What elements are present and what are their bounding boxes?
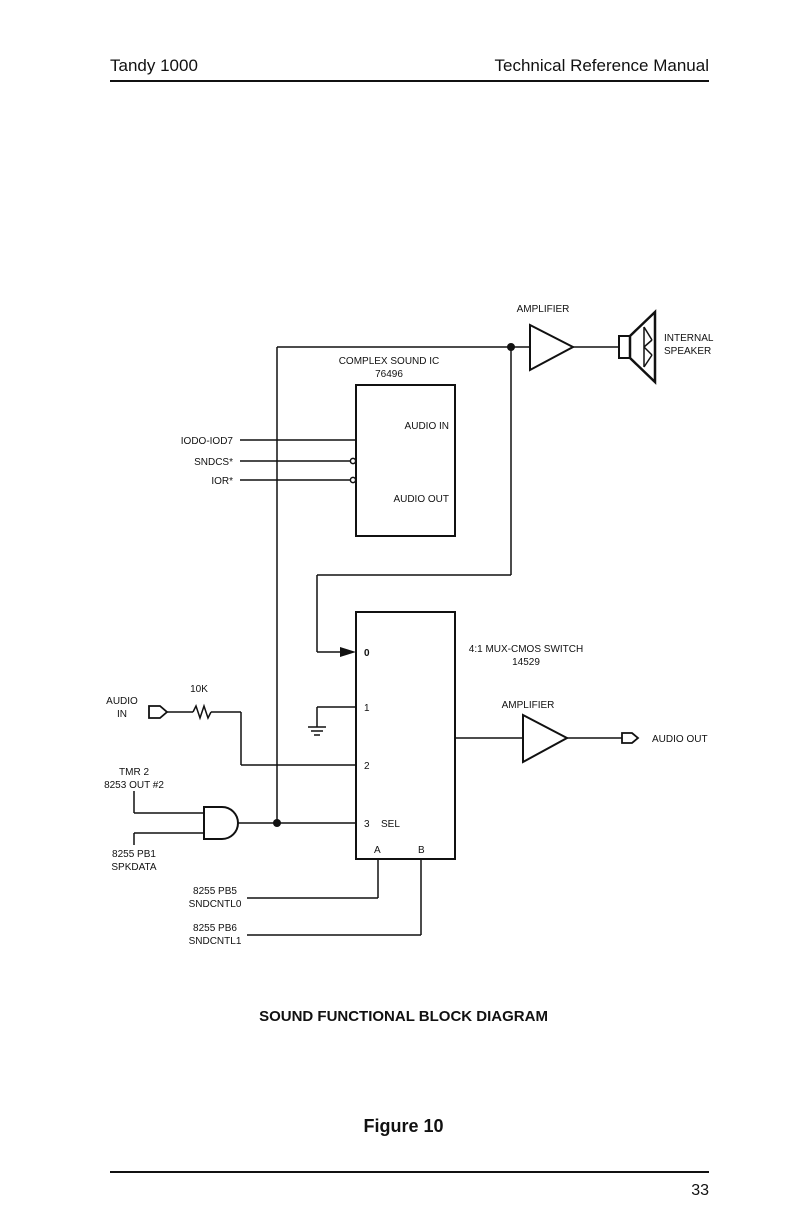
audio-in-connector bbox=[148, 705, 169, 719]
mux-input-3: 3 bbox=[364, 819, 370, 830]
audio-in-label-line2: IN bbox=[117, 709, 127, 720]
audio-out-connector bbox=[621, 732, 640, 744]
mux-box bbox=[355, 611, 456, 860]
page-number: 33 bbox=[691, 1182, 709, 1199]
header-rule bbox=[110, 80, 709, 82]
pb1-label-line2: SPKDATA bbox=[111, 862, 157, 873]
pb6-label-line1: 8255 PB6 bbox=[193, 923, 237, 934]
diagram-caption: SOUND FUNCTIONAL BLOCK DIAGRAM bbox=[259, 1008, 548, 1025]
sound-ic-title: COMPLEX SOUND IC bbox=[339, 356, 440, 367]
resistor-10k bbox=[192, 703, 212, 721]
amplifier-top-label: AMPLIFIER bbox=[517, 304, 570, 315]
speaker-label-line1: INTERNAL bbox=[664, 333, 714, 344]
mux-input-2: 2 bbox=[364, 761, 370, 772]
speaker-cone bbox=[628, 309, 657, 385]
signal-iodo-label: IODO-IOD7 bbox=[181, 436, 234, 447]
junction-bottom bbox=[273, 819, 281, 827]
mux-sel-a-label: A bbox=[374, 845, 381, 856]
figure-label: Figure 10 bbox=[363, 1116, 444, 1136]
amplifier-bottom-triangle bbox=[522, 713, 570, 764]
audio-in-label-line1: AUDIO bbox=[106, 696, 138, 707]
mux-input-1: 1 bbox=[364, 703, 370, 714]
sound-ic-audio-in: AUDIO IN bbox=[405, 421, 449, 432]
mux-title: 4:1 MUX-CMOS SWITCH bbox=[469, 644, 583, 655]
header-manual-title: Technical Reference Manual bbox=[494, 56, 709, 75]
footer-rule bbox=[110, 1171, 709, 1173]
amplifier-top-triangle bbox=[529, 323, 576, 372]
signal-sndcs-label: SNDCS* bbox=[194, 457, 233, 468]
speaker-label-line2: SPEAKER bbox=[664, 346, 711, 357]
sound-ic-box bbox=[355, 384, 456, 537]
mux-sel-b-label: B bbox=[418, 845, 425, 856]
pb5-label-line1: 8255 PB5 bbox=[193, 886, 237, 897]
mux-in0-arrow bbox=[340, 647, 356, 657]
signal-ior-label: IOR* bbox=[211, 476, 233, 487]
tmr2-label-line2: 8253 OUT #2 bbox=[104, 780, 164, 791]
resistor-label: 10K bbox=[190, 684, 208, 695]
mux-part: 14529 bbox=[512, 657, 540, 668]
sound-ic-part: 76496 bbox=[375, 369, 403, 380]
sound-ic-audio-out: AUDIO OUT bbox=[393, 494, 449, 505]
pb1-label-line1: 8255 PB1 bbox=[112, 849, 156, 860]
tmr2-label-line1: TMR 2 bbox=[119, 767, 149, 778]
pb5-label-line2: SNDCNTL0 bbox=[189, 899, 242, 910]
speaker-body bbox=[618, 335, 631, 359]
amplifier-bottom-label: AMPLIFIER bbox=[502, 700, 555, 711]
junction-top bbox=[507, 343, 515, 351]
and-gate bbox=[203, 806, 239, 840]
header-title: Tandy 1000 bbox=[110, 56, 198, 75]
mux-input-0: 0 bbox=[364, 648, 370, 659]
mux-sel-label: SEL bbox=[381, 819, 400, 830]
audio-out-label: AUDIO OUT bbox=[652, 734, 708, 745]
pb6-label-line2: SNDCNTL1 bbox=[189, 936, 242, 947]
